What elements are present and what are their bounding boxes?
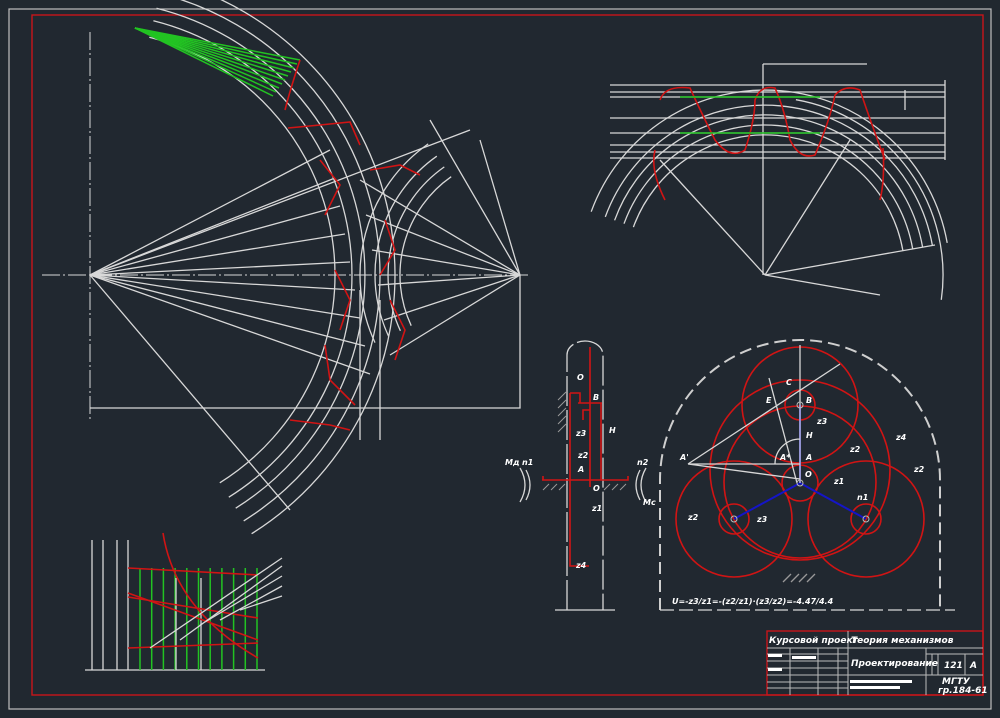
ray	[359, 179, 521, 276]
label-z2-left: z2	[687, 513, 699, 522]
gear2-circle	[387, 166, 445, 332]
label-e: E	[766, 396, 772, 405]
gear-circle	[795, 99, 944, 300]
label-n1: n1	[522, 458, 533, 467]
ray	[659, 139, 936, 296]
ray	[365, 214, 521, 276]
title-project: Курсовой проект	[769, 636, 859, 646]
curve	[127, 532, 259, 659]
sheet-inner-frame	[31, 14, 984, 696]
label-c: C	[786, 378, 792, 387]
hatch	[134, 27, 298, 65]
label-a: A	[805, 453, 812, 462]
tooth-generation-view	[590, 63, 948, 300]
title-format: А	[969, 661, 977, 671]
tooth-profile	[652, 86, 886, 201]
ray	[89, 149, 331, 276]
ray	[89, 274, 366, 347]
gear-circle	[590, 89, 948, 244]
gear2-circle	[374, 155, 438, 337]
ray	[89, 119, 521, 511]
label-z2: z2	[577, 451, 589, 460]
label-z3: z3	[816, 417, 828, 426]
label-n1: n1	[857, 493, 868, 502]
label-z1: z1	[833, 477, 844, 486]
label-a-prime: A'	[679, 453, 689, 462]
label-a: A	[577, 465, 584, 474]
ray	[377, 274, 521, 286]
ray	[89, 205, 341, 276]
label-o: O	[593, 484, 600, 493]
hatch	[134, 27, 289, 77]
label-z2: z2	[849, 445, 861, 454]
hatch	[134, 27, 295, 69]
tooth-profile	[287, 121, 421, 431]
hatch	[134, 27, 292, 73]
sheet-outer-frame	[8, 8, 992, 710]
gear1-circle	[220, 0, 396, 535]
label-z3-left: z3	[756, 515, 768, 524]
label-a-star: A*	[779, 453, 791, 462]
label-z1: z1	[591, 504, 602, 513]
label-b: B	[806, 396, 812, 405]
label-o: O	[805, 470, 812, 479]
sliding-coefficient-graph	[85, 532, 283, 671]
ray	[89, 274, 356, 291]
gear2-circle	[399, 176, 452, 326]
gear-ratio-formula: U=-z3/z1=-(z2/z1)·(z3/z2)=-4.47/4.4	[672, 597, 834, 606]
title-subject: Теория механизмов	[851, 636, 954, 646]
gear-mesh-view	[42, 0, 530, 535]
hatch	[134, 27, 301, 61]
gear2-circle	[359, 143, 429, 343]
pitch-marks	[680, 96, 820, 134]
hatch	[134, 27, 286, 81]
dimension	[762, 63, 946, 275]
label-z3: z3	[575, 429, 587, 438]
title-name: Проектирование	[851, 659, 938, 669]
gear1-circle	[153, 20, 353, 498]
label-b: B	[593, 393, 599, 402]
hatch	[134, 27, 277, 93]
gear1-circle	[149, 36, 336, 484]
dimension	[359, 290, 381, 440]
gear-circle	[613, 114, 924, 248]
label-h: H	[609, 426, 616, 435]
tooth-profile	[284, 59, 301, 111]
kinematic-scheme: O B z3 H z2 A O z1 z4 Мд n1 n2 Мс	[505, 340, 656, 611]
label-mc: Мс	[643, 498, 656, 507]
gear-circle	[623, 124, 914, 250]
planetary-gear-view: C E B z3 H A' A* A O z1 z2 z4 z2 z2 z3 n…	[659, 339, 955, 611]
leader	[149, 557, 283, 649]
dimension	[90, 275, 521, 409]
hatch	[134, 27, 274, 97]
label-n2: n2	[637, 458, 649, 467]
label-z4: z4	[895, 433, 907, 442]
ray	[89, 261, 351, 276]
ray	[89, 233, 346, 276]
gear1-circle	[156, 7, 366, 509]
gear1-circle	[179, 0, 381, 522]
bar	[175, 578, 202, 670]
ray	[389, 274, 521, 356]
title-block: Курсовой проект Теория механизмов Проект…	[766, 630, 988, 696]
hatch	[134, 27, 280, 89]
label-z4: z4	[575, 561, 587, 570]
label-o-top: O	[577, 373, 584, 382]
label-md: Мд	[505, 458, 519, 467]
title-org: МГТУ	[942, 677, 971, 687]
ray	[383, 274, 521, 321]
label-h: H	[806, 431, 813, 440]
title-sheet: 121	[944, 661, 963, 671]
hatch	[134, 27, 283, 85]
ray	[371, 249, 521, 276]
gear-circle	[632, 134, 904, 251]
ray	[89, 274, 371, 375]
gear-circle	[604, 104, 934, 246]
title-group: гр.184-61	[938, 686, 988, 696]
label-z2-right: z2	[913, 465, 925, 474]
ray	[89, 274, 361, 319]
